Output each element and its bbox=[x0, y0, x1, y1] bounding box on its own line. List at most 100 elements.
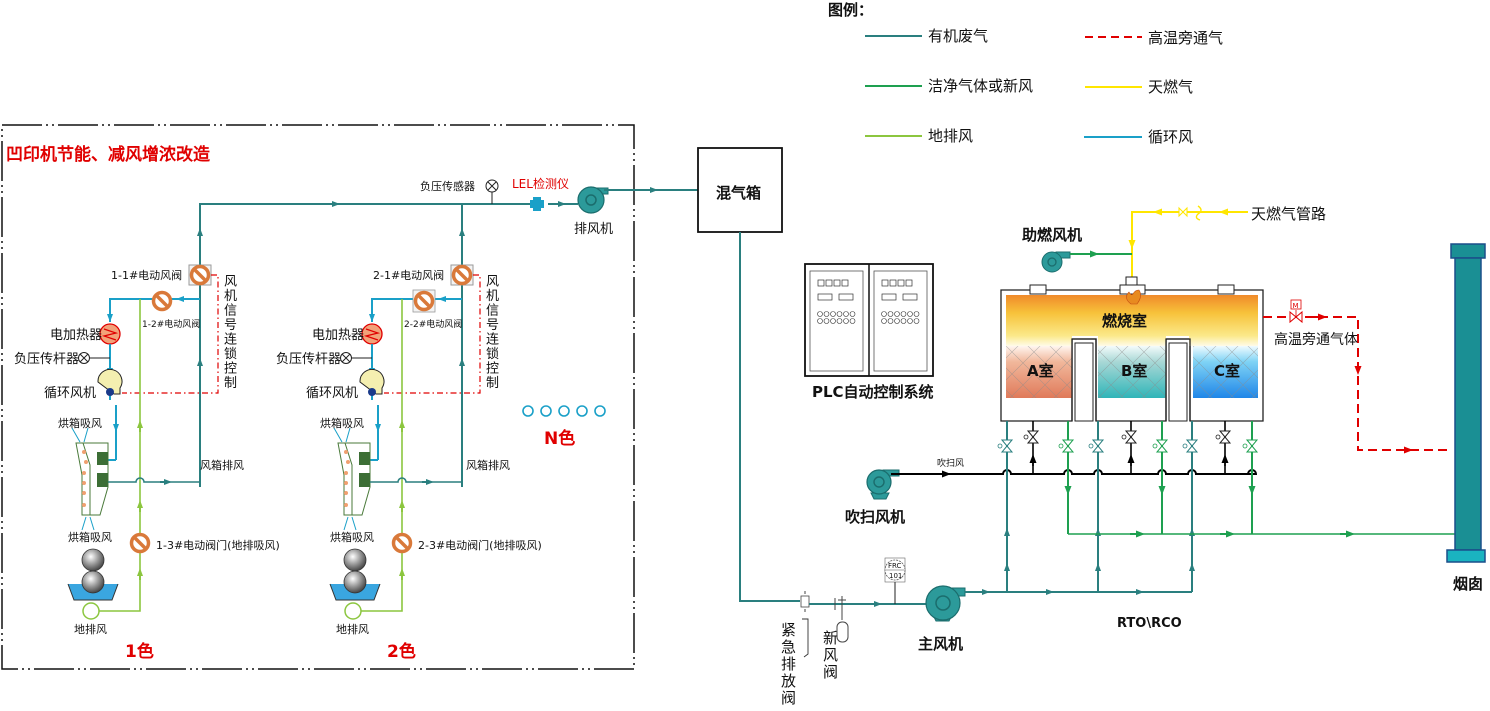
legend: 图例： 有机废气 高温旁通气 洁净气体或新风 天燃气 地排风 循环风 bbox=[828, 1, 1223, 146]
valve-actuator-icon bbox=[1215, 434, 1221, 440]
pressure-transmitter-icon bbox=[340, 352, 372, 364]
interlock-label-unit-1: 风机信号连锁控制 bbox=[221, 274, 236, 390]
bypass-valve-tag: M bbox=[1293, 302, 1299, 310]
pressure-transmitter-icon bbox=[78, 352, 110, 364]
purge-valve-icon[interactable] bbox=[1218, 430, 1232, 444]
n-color-placeholder-circles bbox=[522, 405, 606, 417]
fresh-air-valve-label: 新风阀 bbox=[821, 630, 839, 681]
fresh-air-valve-icon[interactable] bbox=[834, 596, 849, 643]
legend-label: 地排风 bbox=[928, 127, 973, 145]
plc-indicator-light bbox=[907, 311, 913, 317]
valve-actuator-icon bbox=[1242, 443, 1248, 449]
pressure-sensor-icon bbox=[485, 179, 499, 204]
frc-tag-line1: FRC bbox=[888, 562, 902, 570]
heater-label: 电加热器 bbox=[312, 328, 364, 343]
valve-1-label: 1-1#电动风阀 bbox=[111, 268, 182, 282]
floor-exhaust-inlet-icon bbox=[344, 602, 362, 620]
mixing-box-label: 混气箱 bbox=[716, 184, 761, 202]
chamber-a-label: A室 bbox=[1027, 362, 1054, 380]
valve-2-label: 1-2#电动风阀 bbox=[142, 318, 200, 330]
gas-valve-icon[interactable] bbox=[1178, 206, 1188, 218]
circ-fan-label: 循环风机 bbox=[306, 386, 358, 401]
valve-actuator-icon bbox=[1058, 443, 1064, 449]
motorized-damper-1-2-icon[interactable] bbox=[151, 290, 173, 312]
circ-fan-label: 循环风机 bbox=[44, 386, 96, 401]
oven-intake-top-label: 烘箱吸风 bbox=[320, 416, 364, 430]
legend-label: 天燃气 bbox=[1148, 78, 1193, 96]
plc-indicator-light bbox=[900, 318, 907, 324]
main-duct bbox=[739, 232, 800, 602]
purge-line bbox=[891, 469, 1258, 475]
motorized-valve-2-3-icon[interactable] bbox=[391, 532, 413, 554]
circulation-fan-icon bbox=[97, 368, 123, 396]
plc-indicator-light bbox=[907, 318, 913, 324]
pressure-sensor-label: 负压传感器 bbox=[420, 179, 475, 193]
legend-item-recirculation: 循环风 bbox=[1084, 128, 1193, 146]
plc-indicator-light bbox=[843, 311, 849, 317]
motorized-damper-2-2-icon[interactable] bbox=[412, 289, 436, 313]
chamber-c-label: C室 bbox=[1214, 362, 1240, 380]
oven-exhaust-label: 风箱排风 bbox=[466, 458, 510, 472]
combustion-fan-icon[interactable] bbox=[1041, 251, 1071, 273]
legend-item-high-temp-bypass: 高温旁通气 bbox=[1085, 29, 1223, 47]
purge-valve-icon[interactable] bbox=[1026, 430, 1040, 444]
floor-exhaust-inlet-icon bbox=[82, 602, 100, 620]
inlet-valve-icon[interactable] bbox=[1091, 439, 1105, 453]
rto-unit: 天燃气管路 助燃风机 燃烧室 A室 B室 C室 bbox=[997, 205, 1455, 593]
lel-detector-icon bbox=[530, 197, 544, 211]
plc-label: PLC自动控制系统 bbox=[812, 383, 934, 401]
chamber-b-label: B室 bbox=[1121, 362, 1147, 380]
chimney-label: 烟囱 bbox=[1453, 575, 1483, 593]
inlet-valve-icon[interactable] bbox=[1000, 439, 1014, 453]
valve-actuator-icon bbox=[1088, 443, 1094, 449]
purge-air-label: 吹扫风 bbox=[937, 457, 964, 469]
outlet-valve-icon[interactable] bbox=[1155, 439, 1169, 453]
rto-label: RTO\RCO bbox=[1117, 616, 1182, 631]
print-unit-1: 1-1#电动风阀 1-2#电动风阀 电加热器 负压传杆器 bbox=[14, 264, 280, 662]
oven-box-icon bbox=[333, 427, 371, 531]
plc-indicator-light bbox=[881, 318, 887, 324]
oven-intake-bottom-label: 烘箱吸风 bbox=[68, 530, 112, 544]
outlet-valve-icon[interactable] bbox=[1245, 439, 1259, 453]
legend-title: 图例： bbox=[828, 1, 873, 19]
mixing-box: 混气箱 bbox=[697, 147, 783, 233]
section-frame bbox=[1, 124, 635, 670]
plc-indicator-light bbox=[887, 318, 894, 324]
printing-roller-icon bbox=[67, 548, 119, 601]
valve-1-label: 2-1#电动风阀 bbox=[373, 268, 444, 282]
pressure-transmitter-label: 负压传杆器 bbox=[276, 352, 341, 367]
exhaust-fan-label: 排风机 bbox=[574, 222, 613, 237]
plc-indicator-light bbox=[849, 318, 856, 324]
purge-valve-icon[interactable] bbox=[1124, 430, 1138, 444]
color-unit-label: 1色 bbox=[125, 641, 154, 662]
color-unit-label: 2色 bbox=[387, 641, 416, 662]
inlet-valve-icon[interactable] bbox=[1185, 439, 1199, 453]
bypass-valve-icon[interactable]: M bbox=[1289, 299, 1303, 324]
motorized-damper-1-1-icon[interactable] bbox=[188, 264, 212, 286]
plc-indicator-light bbox=[881, 311, 887, 317]
section-title: 凹印机节能、减风增浓改造 bbox=[6, 144, 211, 165]
exhaust-fan-icon bbox=[577, 186, 609, 214]
pressure-transmitter-label: 负压传杆器 bbox=[14, 352, 79, 367]
motorized-valve-1-3-icon[interactable] bbox=[129, 532, 151, 554]
interlock-signal-line bbox=[384, 274, 481, 394]
legend-item-floor-exhaust: 地排风 bbox=[865, 127, 973, 145]
purge-fan-label: 吹扫风机 bbox=[845, 508, 905, 526]
bypass-gas-label: 高温旁通气体 bbox=[1274, 331, 1358, 348]
valve-actuator-icon bbox=[1182, 443, 1188, 449]
main-fan-icon[interactable] bbox=[925, 585, 966, 622]
plc-indicator-light bbox=[849, 311, 856, 317]
outlet-valve-icon[interactable] bbox=[1061, 439, 1075, 453]
valve-3-label: 1-3#电动阀门(地排吸风) bbox=[156, 538, 280, 552]
oven-intake-bottom-label: 烘箱吸风 bbox=[330, 530, 374, 544]
plc-indicator-light bbox=[836, 318, 843, 324]
oven-box-icon bbox=[71, 427, 109, 531]
plc-cabinet-icon[interactable] bbox=[804, 263, 934, 377]
emergency-valve-icon[interactable] bbox=[800, 591, 810, 658]
interlock-label-unit-2: 风机信号连锁控制 bbox=[483, 274, 498, 390]
exhaust-header-pipe bbox=[199, 203, 536, 265]
press-section: 凹印机节能、减风增浓改造 负压传感器 LEL检测仪 排风机 bbox=[1, 124, 635, 670]
motorized-damper-2-1-icon[interactable] bbox=[450, 264, 474, 286]
electric-heater-icon bbox=[99, 323, 121, 345]
frc-tag-line2: 101 bbox=[889, 572, 902, 580]
